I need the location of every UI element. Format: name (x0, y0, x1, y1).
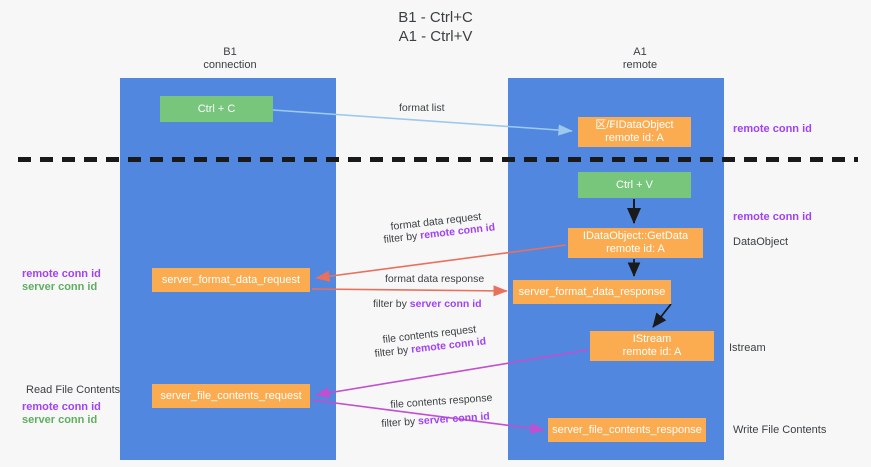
side-label-istream: Istream (729, 342, 766, 354)
side-label-dataobject: DataObject (733, 236, 789, 248)
node-server-file-contents-request-label: server_file_contents_request (160, 389, 302, 402)
node-ctrl-c[interactable]: Ctrl + C (160, 96, 273, 122)
node-getdata-label: IDataObject::GetData (582, 230, 689, 242)
filter-prefix: filter by (383, 229, 421, 246)
node-idataobject-label: 区/₣IDataObject (595, 119, 674, 131)
edge-format-data-response (311, 285, 508, 297)
side-label-remote-conn-id: remote conn id (22, 268, 101, 280)
node-ctrl-v-label: Ctrl + V (616, 178, 653, 191)
edge-label-file-contents-response: file contents response (390, 391, 493, 411)
column-header-a1: A1 remote (560, 46, 720, 72)
side-label-remote-conn-id-top: remote conn id (733, 123, 812, 135)
column-header-b1-name: B1 (223, 46, 237, 58)
node-istream-sublabel: remote id: A (622, 346, 682, 358)
edge-label-file-contents-response-filter: filter by server conn id (381, 410, 490, 431)
side-label-conn-ids-lower: remote conn id server conn id (22, 401, 101, 427)
node-idataobject-sublabel: remote id: A (605, 132, 664, 144)
node-idataobject[interactable]: 区/₣IDataObject remote id: A (578, 117, 691, 147)
phase-divider (18, 157, 858, 162)
edge-label-format-data-response-filter: filter by server conn id (373, 298, 482, 311)
filter-key-server-conn-id: server conn id (417, 410, 491, 428)
side-label-remote-conn-id-2: remote conn id (22, 401, 101, 413)
node-server-format-data-request[interactable]: server_format_data_request (152, 268, 310, 292)
column-header-b1: B1 connection (150, 46, 310, 72)
side-label-server-conn-id-2: server conn id (22, 414, 98, 426)
title-line-1: B1 - Ctrl+C (398, 9, 473, 26)
node-server-format-data-response[interactable]: server_format_data_response (513, 280, 671, 304)
filter-prefix: filter by (381, 415, 419, 430)
node-idataobject-getdata[interactable]: IDataObject::GetData remote id: A (568, 228, 703, 258)
node-ctrl-v[interactable]: Ctrl + V (578, 172, 691, 198)
side-label-read-file-contents: Read File Contents (26, 384, 121, 396)
node-server-format-data-request-label: server_format_data_request (161, 273, 301, 286)
edge-label-format-data-response: format data response (385, 273, 485, 285)
node-server-format-data-response-label: server_format_data_response (518, 285, 666, 298)
node-server-file-contents-response-label: server_file_contents_response (552, 423, 702, 436)
side-label-server-conn-id: server conn id (22, 281, 98, 293)
node-ctrl-c-label: Ctrl + C (197, 102, 236, 115)
filter-prefix: filter by (373, 298, 410, 310)
filter-key-server-conn-id: server conn id (409, 298, 482, 310)
title-line-2: A1 - Ctrl+V (398, 28, 473, 45)
node-getdata-sublabel: remote id: A (606, 243, 665, 255)
node-istream-label: IStream (632, 333, 672, 345)
column-header-a1-role: remote (622, 59, 658, 71)
node-server-file-contents-response[interactable]: server_file_contents_response (548, 418, 706, 442)
column-header-b1-role: connection (203, 59, 257, 71)
node-server-file-contents-request[interactable]: server_file_contents_request (152, 384, 310, 408)
side-label-conn-ids-upper: remote conn id server conn id (22, 268, 101, 294)
side-label-write-file-contents: Write File Contents (733, 424, 827, 436)
filter-prefix: filter by (374, 343, 412, 360)
side-label-remote-conn-id-mid: remote conn id (733, 211, 812, 223)
edge-label-format-list: format list (399, 102, 445, 114)
node-istream[interactable]: IStream remote id: A (590, 331, 714, 361)
column-header-a1-name: A1 (633, 46, 647, 58)
page-title: B1 - Ctrl+C A1 - Ctrl+V (0, 8, 871, 46)
